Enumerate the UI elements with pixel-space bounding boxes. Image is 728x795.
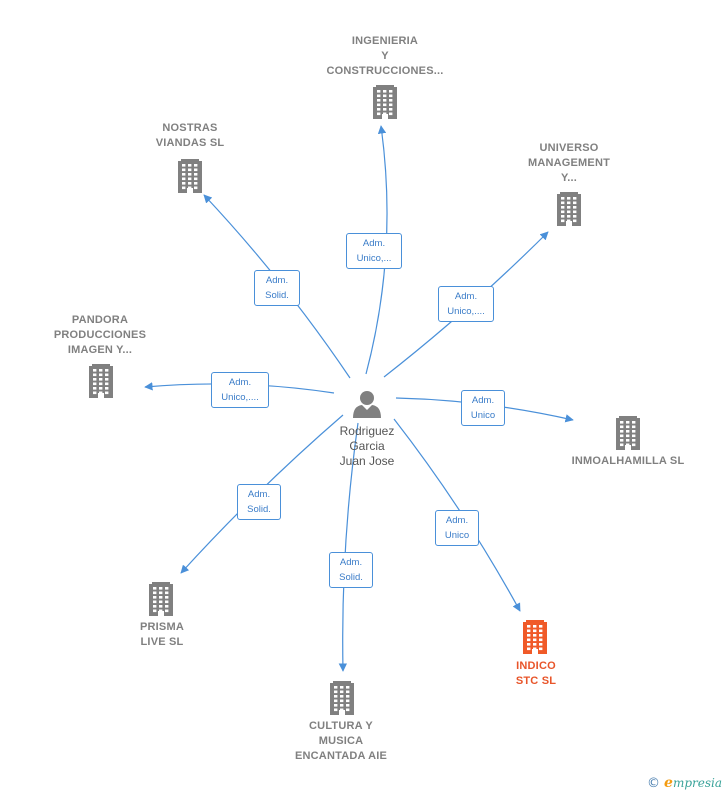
building-icon bbox=[616, 416, 640, 450]
copyright-footer: ©empresia bbox=[647, 775, 722, 791]
building-icon bbox=[523, 620, 547, 654]
company-label-ingenieria[interactable]: INGENIERIA Y CONSTRUCCIONES... bbox=[326, 35, 444, 77]
edge-cultura bbox=[338, 422, 359, 672]
copyright-icon: © bbox=[647, 776, 661, 791]
edge-label-prisma[interactable]: Adm. Solid. bbox=[237, 484, 281, 520]
building-icon bbox=[178, 159, 202, 193]
edge-label-pandora[interactable]: Adm. Unico,.... bbox=[211, 372, 269, 408]
edge-label-universo[interactable]: Adm. Unico,.... bbox=[438, 286, 494, 322]
brand-logo-text: mpresia bbox=[672, 776, 722, 790]
edge-label-ingenieria[interactable]: Adm. Unico,... bbox=[346, 233, 402, 269]
building-icon bbox=[89, 364, 113, 398]
company-label-inmoalhamilla[interactable]: INMOALHAMILLA SL bbox=[571, 455, 685, 467]
building-icon bbox=[149, 582, 173, 616]
building-icon bbox=[330, 681, 354, 715]
company-label-prisma[interactable]: PRISMA LIVE SL bbox=[140, 621, 184, 648]
company-label-pandora[interactable]: PANDORA PRODUCCIONES IMAGEN Y... bbox=[53, 314, 147, 356]
person-icon bbox=[353, 391, 381, 418]
edge-label-indico[interactable]: Adm. Unico bbox=[435, 510, 479, 546]
company-label-cultura[interactable]: CULTURA Y MUSICA ENCANTADA AIE bbox=[294, 720, 388, 762]
brand-logo-initial: e bbox=[664, 775, 673, 791]
person-name-label[interactable]: Rodriguez Garcia Juan Jose bbox=[339, 424, 395, 468]
edge-label-nostras[interactable]: Adm. Solid. bbox=[254, 270, 300, 306]
edge-label-cultura[interactable]: Adm. Solid. bbox=[329, 552, 373, 588]
building-icon bbox=[557, 192, 581, 226]
company-label-indico[interactable]: INDICO STC SL bbox=[515, 660, 557, 687]
building-icon bbox=[373, 85, 397, 119]
company-label-nostras[interactable]: NOSTRAS VIANDAS SL bbox=[155, 122, 225, 149]
edge-label-inmoalhamilla[interactable]: Adm. Unico bbox=[461, 390, 505, 426]
company-label-universo[interactable]: UNIVERSO MANAGEMENT Y... bbox=[527, 142, 611, 184]
